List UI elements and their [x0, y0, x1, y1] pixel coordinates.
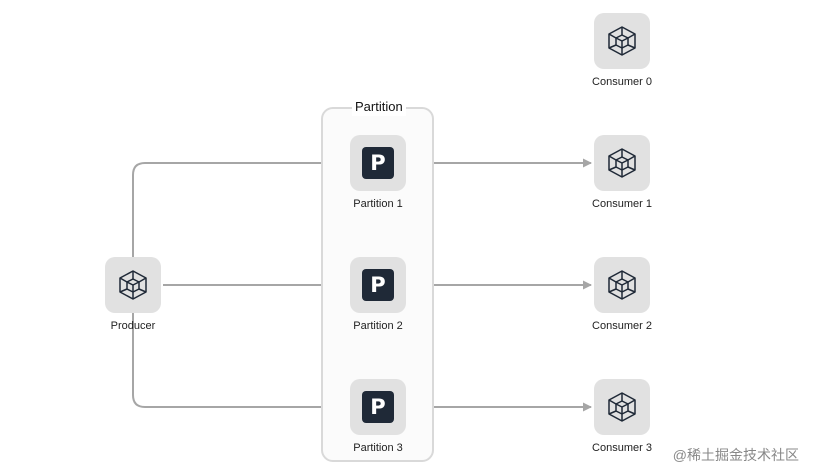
consumer-label: Consumer 2	[592, 320, 652, 332]
partition-group-title: Partition	[352, 98, 406, 116]
partition-icon: P	[350, 379, 406, 435]
partition-node[interactable]: P Partition 2	[333, 257, 423, 333]
producer-node[interactable]: Producer	[88, 257, 178, 333]
cube-icon	[594, 379, 650, 435]
partition-badge: P	[362, 391, 394, 423]
partition-label: Partition 3	[353, 442, 403, 454]
arrow-producer-to-partition-3	[132, 313, 347, 412]
arrow-producer-to-partition-1	[132, 158, 347, 257]
consumer-node[interactable]: Consumer 1	[577, 135, 667, 211]
cube-icon	[594, 257, 650, 313]
partition-icon: P	[350, 257, 406, 313]
partition-badge: P	[362, 147, 394, 179]
cube-icon	[105, 257, 161, 313]
partition-icon: P	[350, 135, 406, 191]
partition-label: Partition 2	[353, 320, 403, 332]
consumer-node[interactable]: Consumer 2	[577, 257, 667, 333]
cube-icon	[594, 13, 650, 69]
consumer-node[interactable]: Consumer 3	[577, 379, 667, 455]
partition-label: Partition 1	[353, 198, 403, 210]
consumer-node[interactable]: Consumer 0	[577, 13, 667, 89]
consumer-label: Consumer 3	[592, 442, 652, 454]
partition-node[interactable]: P Partition 1	[333, 135, 423, 211]
consumer-label: Consumer 0	[592, 76, 652, 88]
partition-node[interactable]: P Partition 3	[333, 379, 423, 455]
producer-label: Producer	[110, 320, 156, 332]
cube-icon	[594, 135, 650, 191]
consumer-label: Consumer 1	[592, 198, 652, 210]
watermark: @稀土掘金技术社区	[672, 445, 799, 465]
partition-badge: P	[362, 269, 394, 301]
